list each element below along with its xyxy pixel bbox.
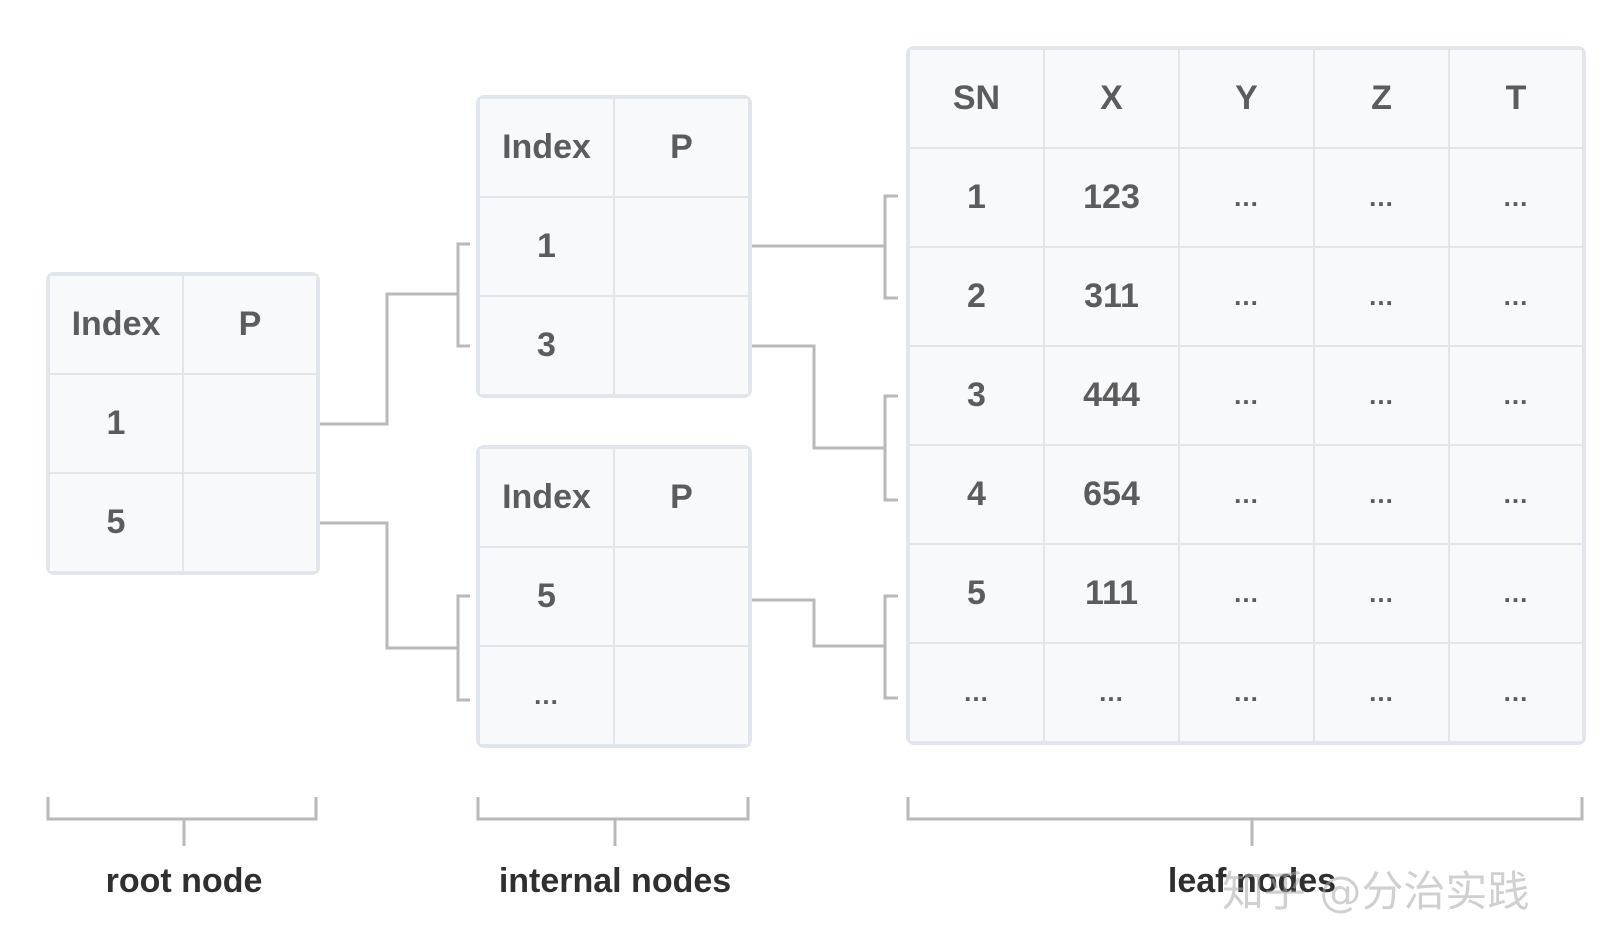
- table-row: 1: [48, 373, 318, 474]
- caption-leaf-nodes: leaf nodes: [1167, 862, 1337, 900]
- bracket-internal-top: [456, 242, 470, 348]
- pointer-cell: [182, 373, 318, 474]
- sn-cell: 4: [908, 444, 1045, 545]
- sn-cell: ...: [908, 642, 1045, 743]
- z-cell: ...: [1313, 246, 1450, 347]
- bracket-leaf-3-4: [883, 394, 898, 502]
- sn-cell: 5: [908, 543, 1045, 644]
- x-cell: 123: [1043, 147, 1180, 248]
- t-cell: ...: [1448, 345, 1584, 446]
- connector-root-5: [288, 521, 458, 650]
- bracket-leaf-5-more: [883, 594, 898, 700]
- header-pointer: P: [613, 447, 750, 548]
- table-row: 5 111 ... ... ...: [908, 543, 1584, 644]
- y-cell: ...: [1178, 345, 1315, 446]
- t-cell: ...: [1448, 543, 1584, 644]
- x-cell: ...: [1043, 642, 1180, 743]
- y-cell: ...: [1178, 642, 1315, 743]
- x-cell: 111: [1043, 543, 1180, 644]
- z-cell: ...: [1313, 147, 1450, 248]
- group-bracket-internal: [476, 797, 750, 821]
- table-row: ...: [478, 645, 750, 746]
- watermark: 知乎 @分治实践: [1222, 867, 1530, 916]
- sn-cell: 2: [908, 246, 1045, 347]
- table-row: 4 654 ... ... ...: [908, 444, 1584, 545]
- table-row: 1 123 ... ... ...: [908, 147, 1584, 248]
- table-header-row: Index P: [478, 447, 750, 548]
- bracket-leaf-1-2: [883, 194, 898, 300]
- header-t: T: [1448, 48, 1584, 149]
- t-cell: ...: [1448, 444, 1584, 545]
- group-bracket-root: [46, 797, 318, 821]
- sn-cell: 3: [908, 345, 1045, 446]
- header-index: Index: [478, 447, 615, 548]
- table-row: 2 311 ... ... ...: [908, 246, 1584, 347]
- t-cell: ...: [1448, 147, 1584, 248]
- pointer-cell: [182, 472, 318, 573]
- index-cell: ...: [478, 645, 615, 746]
- table-row: ... ... ... ... ...: [908, 642, 1584, 743]
- index-cell: 1: [478, 196, 615, 297]
- z-cell: ...: [1313, 543, 1450, 644]
- pointer-cell: [613, 546, 750, 647]
- header-pointer: P: [182, 274, 318, 375]
- group-bracket-leaf: [906, 797, 1584, 821]
- table-header-row: Index P: [48, 274, 318, 375]
- t-cell: ...: [1448, 246, 1584, 347]
- internal-node-bottom-table: Index P 5 ...: [478, 447, 750, 746]
- index-cell: 1: [48, 373, 184, 474]
- pointer-cell: [613, 295, 750, 396]
- table-header-row: SN X Y Z T: [908, 48, 1584, 149]
- y-cell: ...: [1178, 246, 1315, 347]
- internal-node-top-table: Index P 1 3: [478, 97, 750, 396]
- x-cell: 654: [1043, 444, 1180, 545]
- z-cell: ...: [1313, 444, 1450, 545]
- table-row: 3: [478, 295, 750, 396]
- table-row: 3 444 ... ... ...: [908, 345, 1584, 446]
- table-row: 5: [48, 472, 318, 573]
- t-cell: ...: [1448, 642, 1584, 743]
- table-row: 5: [478, 546, 750, 647]
- header-sn: SN: [908, 48, 1045, 149]
- header-y: Y: [1178, 48, 1315, 149]
- leaf-nodes-table: SN X Y Z T 1 123 ... ... ... 2 311 ... .…: [908, 48, 1584, 743]
- y-cell: ...: [1178, 444, 1315, 545]
- index-cell: 3: [478, 295, 615, 396]
- pointer-cell: [613, 196, 750, 297]
- header-x: X: [1043, 48, 1180, 149]
- z-cell: ...: [1313, 642, 1450, 743]
- x-cell: 444: [1043, 345, 1180, 446]
- y-cell: ...: [1178, 543, 1315, 644]
- caption-internal-nodes: internal nodes: [498, 862, 732, 900]
- bracket-internal-bottom: [456, 594, 470, 702]
- z-cell: ...: [1313, 345, 1450, 446]
- root-node-table: Index P 1 5: [48, 274, 318, 573]
- header-pointer: P: [613, 97, 750, 198]
- index-cell: 5: [48, 472, 184, 573]
- x-cell: 311: [1043, 246, 1180, 347]
- y-cell: ...: [1178, 147, 1315, 248]
- sn-cell: 1: [908, 147, 1045, 248]
- header-index: Index: [48, 274, 184, 375]
- connector-root-1: [288, 292, 458, 426]
- index-cell: 5: [478, 546, 615, 647]
- table-header-row: Index P: [478, 97, 750, 198]
- caption-root-node: root node: [105, 862, 263, 900]
- header-z: Z: [1313, 48, 1450, 149]
- table-row: 1: [478, 196, 750, 297]
- header-index: Index: [478, 97, 615, 198]
- pointer-cell: [613, 645, 750, 746]
